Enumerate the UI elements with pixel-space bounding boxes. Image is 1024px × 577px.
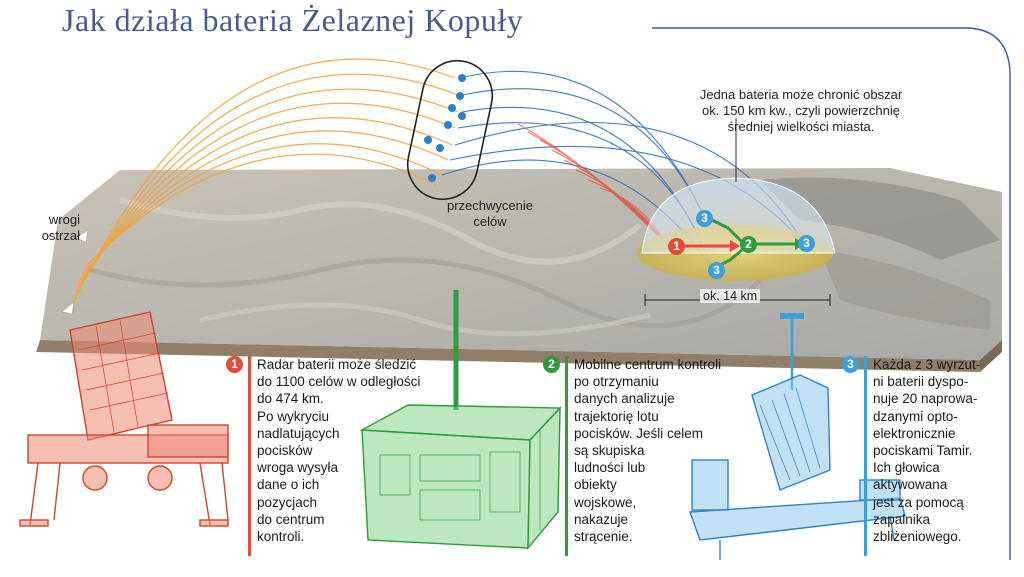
section-line: ni baterii dyspo- (873, 374, 969, 390)
section-line: pozycjach (257, 494, 318, 510)
section-line: Po wykryciu (257, 408, 330, 424)
section-line: Radar baterii może śledzić (257, 357, 417, 372)
section-line: danych analizuje (574, 391, 675, 407)
section-line: są skupiska (574, 443, 645, 459)
section-line: wojskowe, (574, 494, 637, 510)
section-line: dane o ich (257, 477, 320, 493)
section-line: do 474 km. (257, 391, 324, 407)
marker-control: 2 (740, 236, 757, 253)
section-line: zapalnika (873, 511, 931, 527)
section-line: Każda z 3 wyrzut- (873, 357, 981, 372)
section-3-bar (864, 356, 867, 556)
enemy-fire-arrows (61, 229, 89, 315)
distance-label: ok. 14 km (700, 289, 761, 303)
section-line: kontroli. (257, 529, 305, 545)
control-center (359, 404, 562, 550)
section-3-badge: 3 (842, 356, 859, 373)
enemy-fire-line: wrogi (48, 212, 80, 227)
interception-label: przechwycenie celów (430, 198, 550, 230)
section-1-badge: 1 (226, 356, 243, 373)
section-line: Ich głowica (873, 460, 940, 476)
protected-area (637, 118, 836, 281)
section-2-bar (565, 356, 568, 556)
section-line: elektronicznie (873, 425, 956, 441)
section-line: jest za pomocą (873, 494, 964, 510)
coverage-line: Jedna bateria może chronić obszar (699, 87, 903, 102)
interception-zone (406, 59, 494, 201)
section-line: obiekty (574, 477, 617, 493)
section-line: nadlatujących (257, 425, 340, 441)
enemy-fire-label: wrogi ostrzał (20, 212, 80, 244)
title-rule (652, 27, 1011, 560)
enemy-trajectories (69, 58, 459, 311)
section-line: dzanymi opto- (873, 408, 958, 424)
section-line: nuje 20 naprowa- (873, 391, 978, 407)
section-line: po otrzymaniu (574, 374, 659, 390)
section-line: Mobilne centrum kontroli (574, 357, 722, 372)
coverage-line: średniej wielkości miasta. (727, 119, 875, 134)
section-line: pocisków (257, 443, 313, 459)
section-2-text: Mobilne centrum kontroli po otrzymaniu d… (574, 356, 764, 545)
marker-launcher: 3 (708, 262, 725, 279)
section-line: zbliżeniowego. (873, 529, 962, 545)
enemy-fire-line: ostrzał (41, 228, 80, 243)
section-line: pocisków. Jeśli celem (574, 425, 704, 441)
section-1-text: Radar baterii może śledzić do 1100 celów… (257, 356, 437, 545)
section-line: ludności lub (574, 460, 646, 476)
section-1-bar (248, 356, 251, 556)
section-2-badge: 2 (543, 356, 560, 373)
coverage-line: ok. 150 km kw., czyli powierzchnię (702, 103, 900, 118)
missile-launcher (689, 374, 906, 560)
interception-line: celów (473, 214, 507, 229)
section-line: wroga wysyła (257, 460, 339, 476)
section-line: do centrum (257, 511, 325, 527)
interception-line: przechwycenie (447, 198, 533, 213)
section-line: strącenie. (574, 529, 633, 545)
section-3-text: Każda z 3 wyrzut- ni baterii dyspo- nuje… (873, 356, 1013, 545)
section-line: nakazuje (574, 511, 629, 527)
section-line: pociskami Tamir. (873, 443, 973, 459)
coverage-label: Jedna bateria może chronić obszar ok. 15… (676, 87, 926, 135)
section-line: do 1100 celów w odległości (257, 374, 421, 390)
marker-radar: 1 (668, 238, 685, 255)
section-line: trajektorię lotu (574, 408, 659, 424)
section-line: aktywowana (873, 477, 948, 493)
radar-vehicle (19, 311, 229, 527)
marker-launcher: 3 (798, 235, 815, 252)
marker-launcher: 3 (696, 210, 713, 227)
page-title: Jak działa bateria Żelaznej Kopuły (62, 2, 524, 38)
